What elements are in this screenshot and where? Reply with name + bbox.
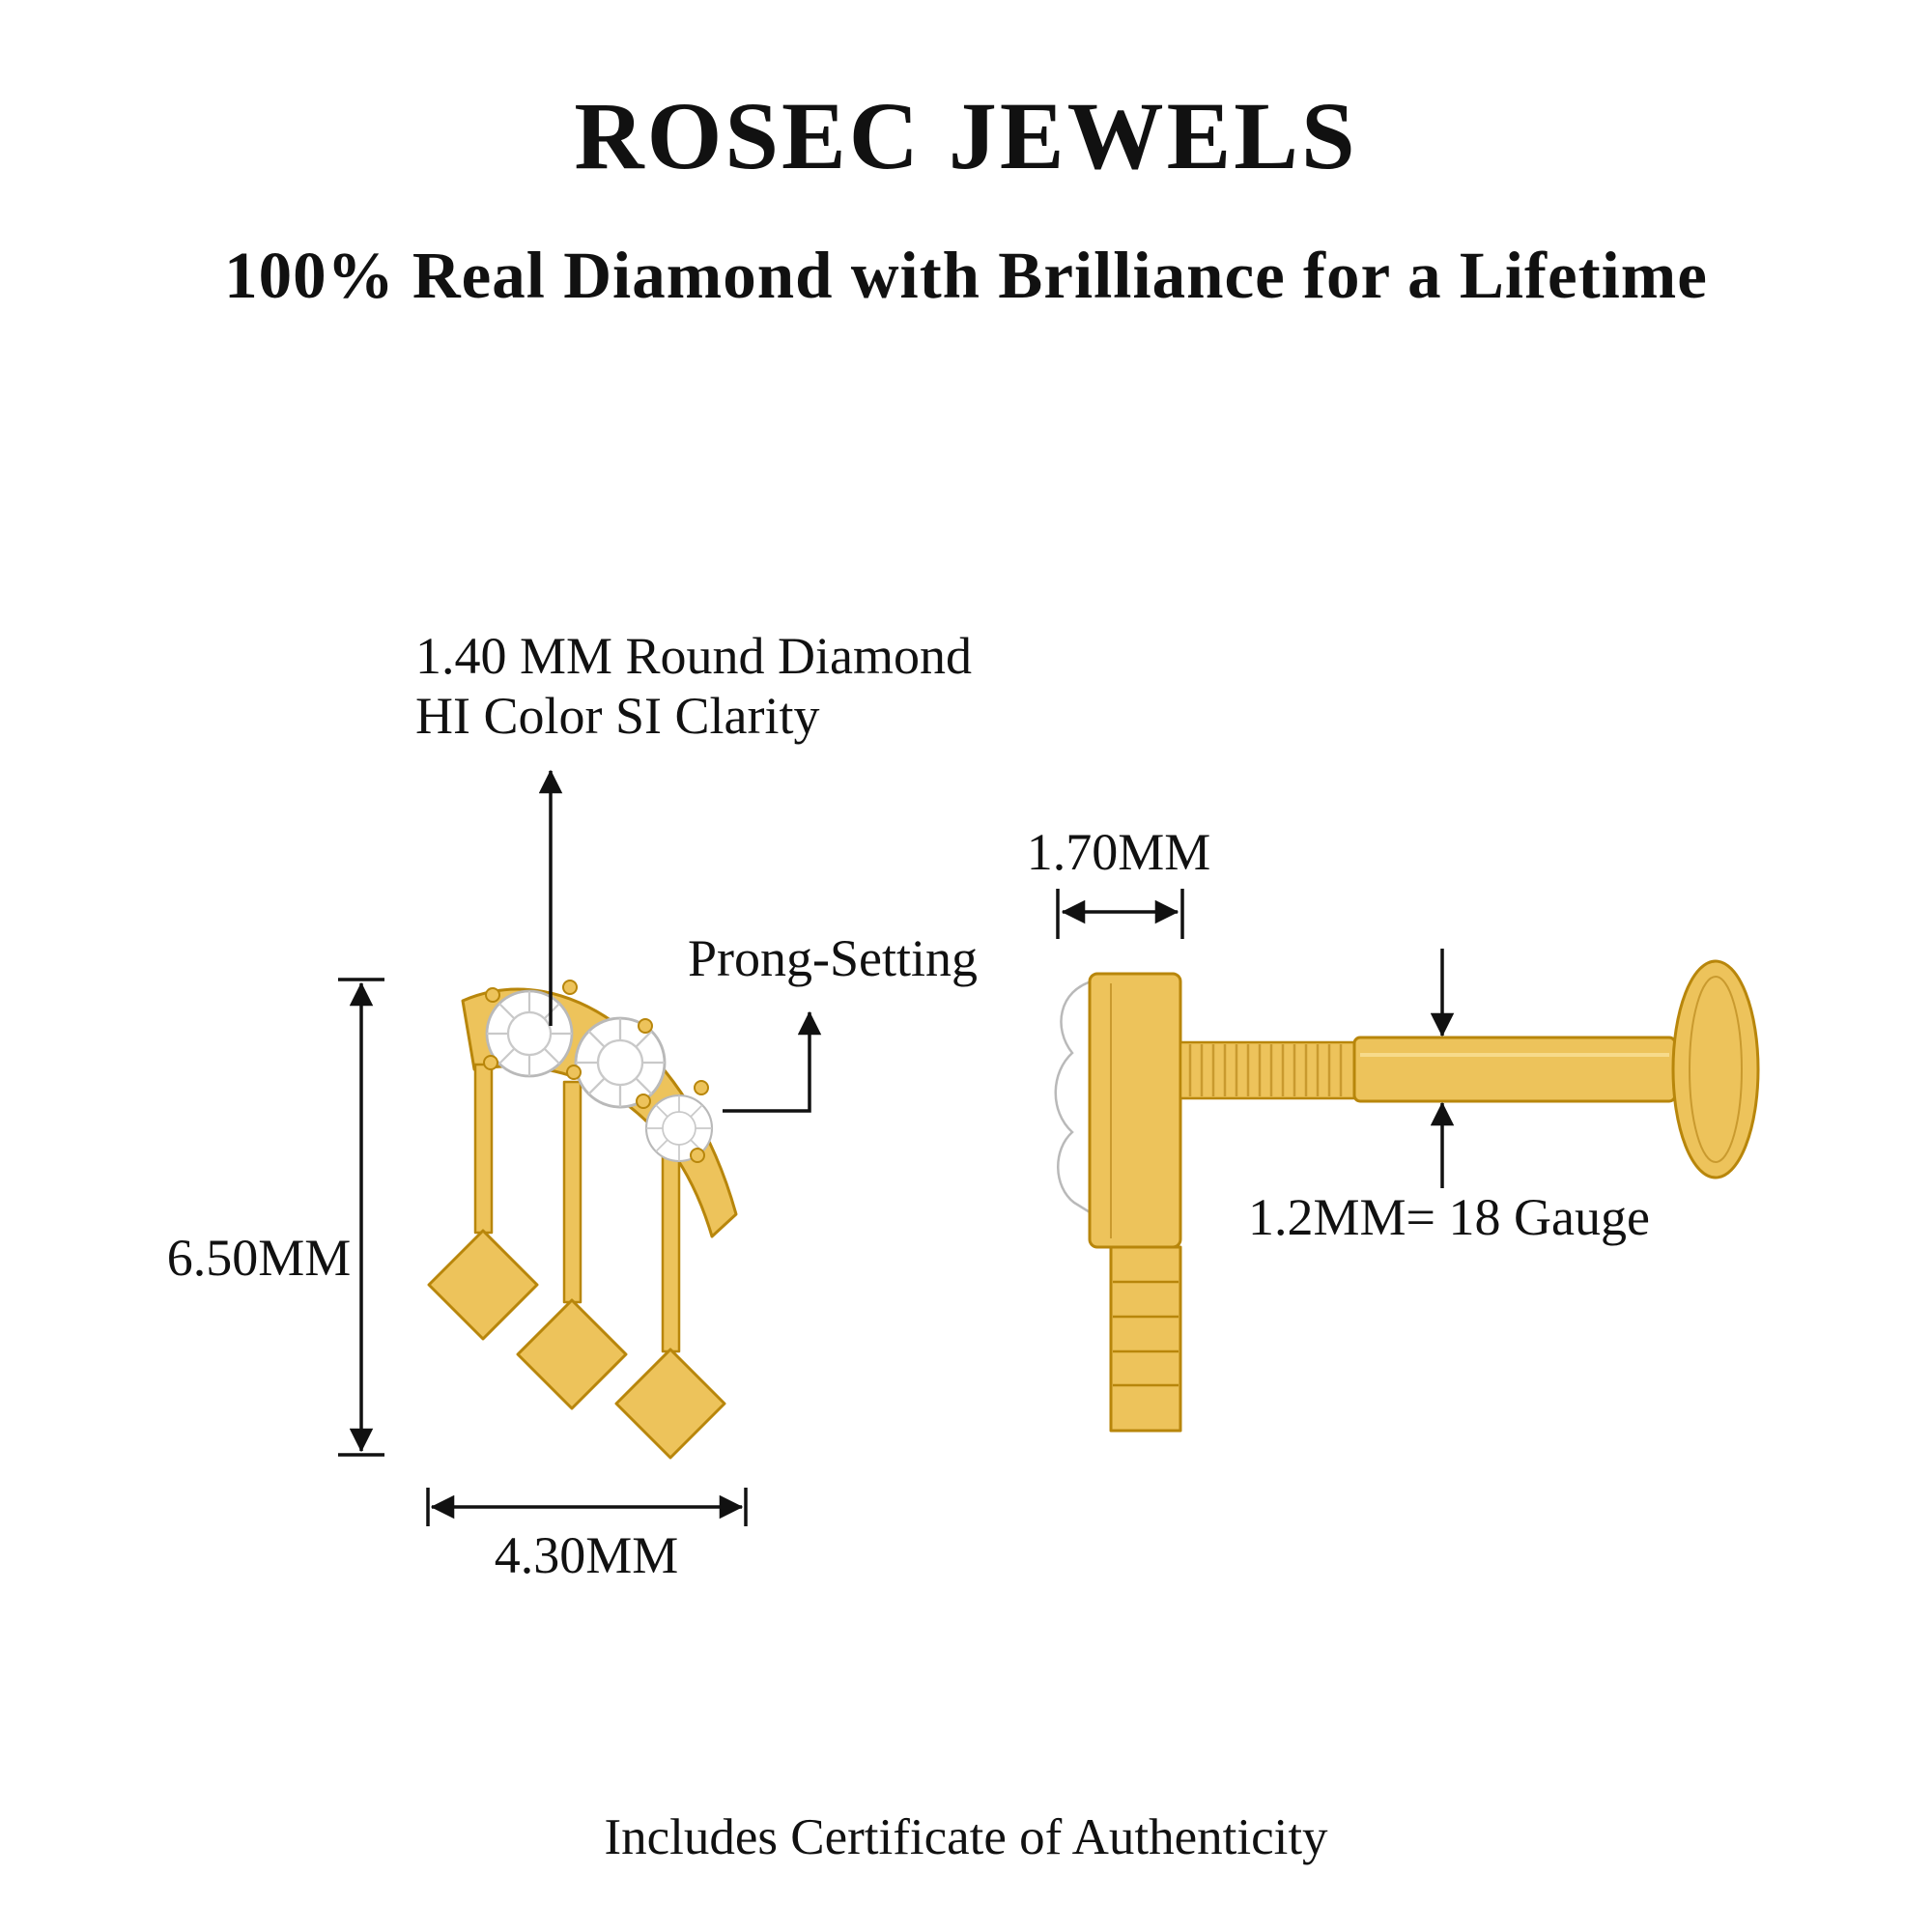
disc-inner-edge (1689, 976, 1743, 1163)
width-dim-label: 4.30MM (495, 1526, 679, 1584)
drop-square-middle (516, 1298, 628, 1410)
front-view-earring (427, 980, 738, 1460)
prong-dot (485, 987, 500, 1003)
prong-dot (690, 1148, 705, 1163)
drop-bar-left (473, 1063, 494, 1235)
flat-back-disc (1671, 959, 1760, 1179)
round-diamond-2 (574, 1016, 667, 1109)
certificate-note: Includes Certificate of Authenticity (604, 1809, 1328, 1865)
head-width-label: 1.70MM (1027, 823, 1211, 881)
diamond-edge-profile (1054, 979, 1096, 1218)
prong-dot (562, 980, 578, 995)
height-dim-label: 6.50MM (167, 1229, 352, 1287)
threaded-post (1179, 1040, 1356, 1100)
prong-dot (694, 1080, 709, 1095)
diamond-spec-line2: HI Color SI Clarity (415, 687, 819, 745)
gauge-label: 1.2MM= 18 Gauge (1248, 1188, 1650, 1246)
annotations: 1.40 MM Round Diamond HI Color SI Clarit… (167, 627, 1650, 1584)
drops-profile-stack (1109, 1245, 1182, 1433)
arc-profile-plate (1088, 972, 1182, 1249)
round-diamond-1 (485, 989, 574, 1078)
side-view-earring (1054, 959, 1760, 1433)
prong-dot (638, 1018, 653, 1034)
tagline: 100% Real Diamond with Brilliance for a … (224, 239, 1708, 312)
prong-callout-arrow (723, 1010, 822, 1113)
brand-title: ROSEC JEWELS (574, 82, 1358, 189)
drop-square-left (427, 1229, 539, 1341)
prong-dot (636, 1094, 651, 1109)
drop-bar-middle (562, 1080, 582, 1304)
drop-square-right (614, 1348, 726, 1460)
drop-bar-right (661, 1143, 681, 1353)
post-bar (1352, 1036, 1677, 1103)
prong-dot (483, 1055, 498, 1070)
diamond-spec-line1: 1.40 MM Round Diamond (415, 627, 972, 685)
prong-dot (566, 1065, 582, 1080)
prong-setting-label: Prong-Setting (688, 929, 978, 987)
thread-ridges (1188, 1044, 1343, 1096)
